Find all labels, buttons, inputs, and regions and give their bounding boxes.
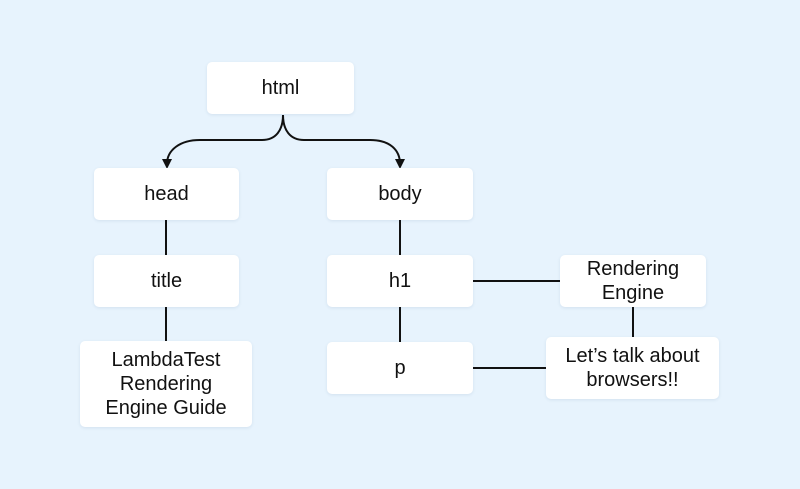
html-node-label: html	[261, 77, 300, 99]
head-node: head	[94, 168, 239, 220]
title-node-label: title	[150, 270, 183, 292]
title-text-node: LambdaTest Rendering Engine Guide	[80, 341, 252, 427]
title-node: title	[94, 255, 239, 307]
h1-node-label: h1	[388, 270, 412, 292]
p-text-node: Let’s talk about browsers!!	[546, 337, 719, 399]
html-node: html	[207, 62, 354, 114]
title-text-label: LambdaTest Rendering Engine Guide	[105, 349, 227, 419]
p-node: p	[327, 342, 473, 394]
body-node-label: body	[378, 183, 422, 205]
h1-text-label: Rendering Engine	[586, 258, 680, 304]
head-node-label: head	[144, 183, 189, 205]
html-to-body-arrow	[282, 114, 405, 169]
body-node: body	[327, 168, 473, 220]
h1-text-node: Rendering Engine	[560, 255, 706, 307]
html-to-head-arrow	[162, 114, 284, 169]
p-node-label: p	[394, 357, 406, 379]
h1-node: h1	[327, 255, 473, 307]
p-text-label: Let’s talk about browsers!!	[565, 345, 700, 391]
